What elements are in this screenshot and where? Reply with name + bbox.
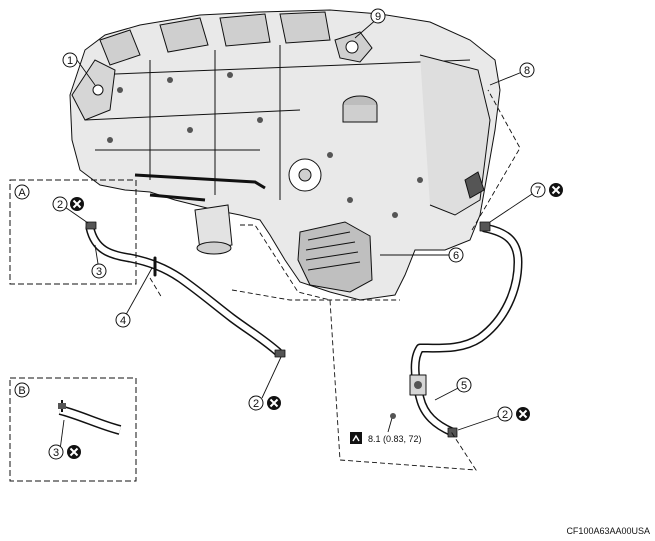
x-circle-icon (66, 444, 82, 460)
svg-text:2: 2 (57, 199, 63, 211)
water-hoses (85, 221, 523, 438)
callout-1: 1 (62, 52, 78, 68)
detail-view-a: A (9, 179, 137, 285)
callout-7: 7 (530, 182, 546, 198)
x-circle-icon (69, 196, 85, 212)
x-circle-icon (266, 395, 282, 411)
svg-text:1: 1 (67, 55, 73, 67)
detail-view-b: B (9, 377, 137, 482)
svg-text:3: 3 (53, 447, 59, 459)
svg-text:6: 6 (453, 250, 459, 262)
callout-4: 4 (115, 312, 131, 328)
torque-value: 8.1 (0.83, 72) (368, 434, 422, 444)
callout-5: 5 (456, 377, 472, 393)
engine-block (69, 9, 501, 301)
svg-text:8: 8 (524, 65, 530, 77)
svg-text:5: 5 (461, 380, 467, 392)
x-circle-icon (548, 182, 564, 198)
callout-3-view-b: 3 (48, 444, 64, 460)
svg-text:9: 9 (375, 11, 381, 23)
torque-spec: 8.1 (0.83, 72) (350, 413, 422, 444)
svg-text:7: 7 (535, 185, 541, 197)
svg-text:3: 3 (96, 266, 102, 278)
svg-text:2: 2 (253, 398, 259, 410)
svg-text:4: 4 (120, 315, 126, 327)
figure-code: CF100A63AA00USA (566, 526, 650, 536)
callout-2-right: 2 (497, 406, 513, 422)
view-b-label: B (18, 385, 25, 397)
callout-2-view-a: 2 (52, 196, 68, 212)
callout-2-center: 2 (248, 395, 264, 411)
callout-3-view-a: 3 (91, 263, 107, 279)
view-a-label: A (18, 187, 26, 199)
x-circle-icon (515, 406, 531, 422)
callout-9: 9 (370, 8, 386, 24)
svg-text:2: 2 (502, 409, 508, 421)
callout-6: 6 (448, 247, 464, 263)
torque-wrench-icon (350, 432, 362, 444)
callout-8: 8 (519, 62, 535, 78)
leader-dashes (149, 89, 521, 471)
